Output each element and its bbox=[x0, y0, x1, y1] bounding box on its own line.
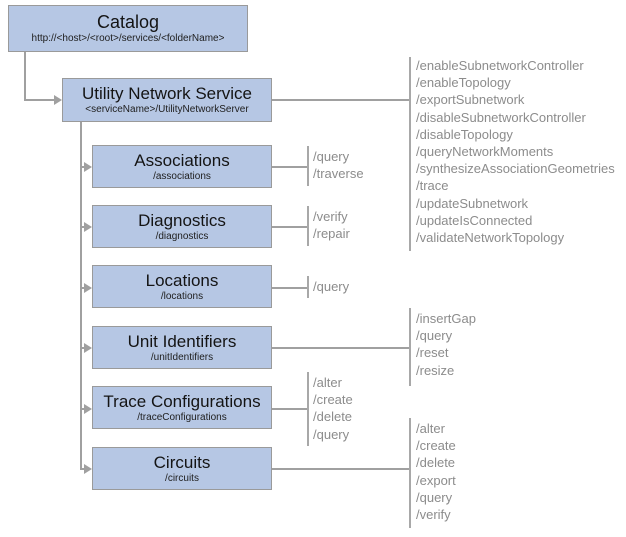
node-diagnostics-title: Diagnostics bbox=[138, 210, 226, 230]
op-item: /updateSubnetwork bbox=[416, 195, 529, 211]
node-circuits-title: Circuits bbox=[153, 452, 211, 472]
op-item: /query bbox=[313, 149, 350, 164]
arrowhead-catalog-to-service bbox=[54, 95, 62, 105]
op-item: /create bbox=[416, 438, 456, 454]
node-circuits[interactable]: Circuits /circuits bbox=[92, 447, 272, 490]
connector-branch-diagnostics bbox=[80, 226, 86, 228]
opsbar-diagnostics bbox=[307, 206, 309, 246]
opsbar-locations bbox=[307, 276, 309, 298]
connector-circuits-to-ops bbox=[272, 468, 410, 470]
node-associations-subtitle: /associations bbox=[153, 170, 211, 182]
node-unit-identifiers-title: Unit Identifiers bbox=[127, 331, 237, 351]
node-trace-configurations-subtitle: /traceConfigurations bbox=[137, 411, 227, 423]
arrowhead-circuits bbox=[84, 464, 92, 474]
oplist-service: /enableSubnetworkController /enableTopol… bbox=[416, 57, 615, 246]
node-circuits-subtitle: /circuits bbox=[165, 472, 199, 484]
arrowhead-unit-identifiers bbox=[84, 343, 92, 353]
connector-unit-identifiers-to-ops bbox=[272, 347, 410, 349]
node-diagnostics[interactable]: Diagnostics /diagnostics bbox=[92, 205, 272, 248]
connector-catalog-to-service bbox=[24, 99, 54, 101]
op-item: /query bbox=[313, 279, 350, 294]
arrowhead-trace-configurations bbox=[84, 404, 92, 414]
node-catalog[interactable]: Catalog http://<host>/<root>/services/<f… bbox=[8, 5, 248, 52]
oplist-trace-configurations: /alter /create /delete /query bbox=[313, 374, 353, 443]
op-item: /resize bbox=[416, 362, 455, 378]
op-item: /query bbox=[416, 328, 453, 344]
oplist-locations: /query bbox=[313, 278, 349, 295]
node-catalog-title: Catalog bbox=[96, 11, 160, 32]
connector-diagnostics-to-ops bbox=[272, 226, 308, 228]
node-trace-configurations[interactable]: Trace Configurations /traceConfiguration… bbox=[92, 386, 272, 429]
op-item: /query bbox=[416, 489, 453, 505]
connector-service-to-ops bbox=[272, 99, 410, 101]
op-item: /verify bbox=[313, 209, 348, 224]
node-locations[interactable]: Locations /locations bbox=[92, 265, 272, 308]
oplist-diagnostics: /verify /repair bbox=[313, 208, 350, 242]
node-utility-network-service[interactable]: Utility Network Service <serviceName>/Ut… bbox=[62, 78, 272, 122]
oplist-unit-identifiers: /insertGap /query /reset /resize bbox=[416, 310, 476, 379]
op-item: /alter bbox=[416, 421, 445, 436]
opsbar-service bbox=[409, 57, 411, 251]
op-item: /updateIsConnected bbox=[416, 212, 533, 228]
op-item: /create bbox=[313, 392, 353, 408]
op-item: /enableTopology bbox=[416, 75, 511, 91]
op-item: /query bbox=[313, 426, 350, 442]
node-locations-subtitle: /locations bbox=[160, 290, 204, 302]
op-item: /delete bbox=[313, 409, 353, 425]
op-item: /verify bbox=[416, 507, 451, 523]
connector-branch-circuits bbox=[80, 468, 86, 470]
op-item: /exportSubnetwork bbox=[416, 92, 525, 108]
node-trace-configurations-title: Trace Configurations bbox=[103, 391, 261, 411]
op-item: /alter bbox=[313, 375, 342, 390]
opsbar-trace-configurations bbox=[307, 372, 309, 446]
connector-trace-configurations-to-ops bbox=[272, 408, 308, 410]
connector-branch-unit-identifiers bbox=[80, 347, 86, 349]
op-item: /trace bbox=[416, 178, 449, 194]
op-item: /disableTopology bbox=[416, 126, 513, 142]
node-unit-identifiers-subtitle: /unitIdentifiers bbox=[150, 351, 214, 363]
opsbar-associations bbox=[307, 146, 309, 186]
arrowhead-diagnostics bbox=[84, 222, 92, 232]
node-associations[interactable]: Associations /associations bbox=[92, 145, 272, 188]
op-item: /insertGap bbox=[416, 311, 476, 326]
arrowhead-associations bbox=[84, 162, 92, 172]
op-item: /reset bbox=[416, 345, 449, 361]
oplist-circuits: /alter /create /delete /export /query /v… bbox=[416, 420, 456, 523]
connector-locations-to-ops bbox=[272, 287, 308, 289]
connector-associations-to-ops bbox=[272, 166, 308, 168]
op-item: /validateNetworkTopology bbox=[416, 230, 565, 246]
op-item: /synthesizeAssociationGeometries bbox=[416, 161, 615, 177]
node-catalog-subtitle: http://<host>/<root>/services/<folderNam… bbox=[31, 32, 225, 44]
op-item: /export bbox=[416, 472, 456, 488]
connector-branch-locations bbox=[80, 287, 86, 289]
connector-branch-trace-configurations bbox=[80, 408, 86, 410]
node-locations-title: Locations bbox=[145, 270, 219, 290]
node-associations-title: Associations bbox=[134, 150, 230, 170]
connector-catalog-down bbox=[24, 52, 26, 100]
op-item: /repair bbox=[313, 226, 350, 242]
node-utility-network-service-subtitle: <serviceName>/UtilityNetworkServer bbox=[85, 104, 249, 115]
op-item: /delete bbox=[416, 455, 456, 471]
opsbar-circuits bbox=[409, 418, 411, 528]
arrowhead-locations bbox=[84, 283, 92, 293]
node-diagnostics-subtitle: /diagnostics bbox=[155, 230, 209, 242]
op-item: /enableSubnetworkController bbox=[416, 58, 584, 73]
op-item: /disableSubnetworkController bbox=[416, 109, 586, 125]
connector-service-trunk bbox=[80, 122, 82, 469]
op-item: /queryNetworkMoments bbox=[416, 144, 554, 160]
opsbar-unit-identifiers bbox=[409, 308, 411, 386]
connector-branch-associations bbox=[80, 166, 86, 168]
node-unit-identifiers[interactable]: Unit Identifiers /unitIdentifiers bbox=[92, 326, 272, 369]
node-utility-network-service-title: Utility Network Service bbox=[81, 84, 253, 103]
oplist-associations: /query /traverse bbox=[313, 148, 364, 182]
op-item: /traverse bbox=[313, 166, 364, 182]
